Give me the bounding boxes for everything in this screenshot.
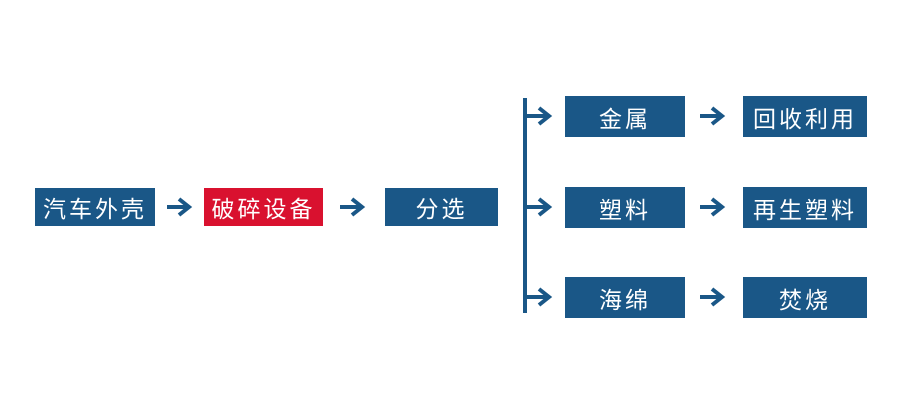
flow-node-incineration-label: 焚烧 — [779, 286, 831, 313]
arrow-right-icon — [167, 197, 193, 217]
flow-node-recycled-plastic: 再生塑料 — [743, 187, 867, 228]
arrow-right-icon — [525, 197, 553, 217]
arrow-right-icon — [700, 197, 726, 217]
flow-node-metal: 金属 — [565, 96, 685, 137]
flow-node-car-shell: 汽车外壳 — [35, 188, 155, 226]
flow-node-car-shell-label: 汽车外壳 — [43, 196, 147, 222]
flow-node-plastic-label: 塑料 — [599, 196, 651, 223]
flow-node-incineration: 焚烧 — [743, 277, 867, 318]
flow-node-sorting-label: 分选 — [415, 196, 468, 222]
flow-node-sponge: 海绵 — [565, 277, 685, 318]
arrow-right-icon — [700, 287, 726, 307]
arrow-right-icon — [700, 106, 726, 126]
arrow-right-icon — [340, 197, 366, 217]
arrow-right-icon — [525, 287, 553, 307]
flow-node-recycling-label: 回收利用 — [753, 105, 857, 132]
flow-node-sorting: 分选 — [385, 188, 498, 226]
flow-node-recycling: 回收利用 — [743, 96, 867, 137]
flow-node-plastic: 塑料 — [565, 187, 685, 228]
flow-node-metal-label: 金属 — [599, 105, 651, 132]
flow-node-recycled-plastic-label: 再生塑料 — [753, 196, 857, 223]
flow-node-crushing-equipment: 破碎设备 — [204, 188, 323, 226]
flow-node-sponge-label: 海绵 — [599, 286, 651, 313]
flow-node-crushing-equipment-label: 破碎设备 — [211, 196, 316, 222]
arrow-right-icon — [525, 106, 553, 126]
